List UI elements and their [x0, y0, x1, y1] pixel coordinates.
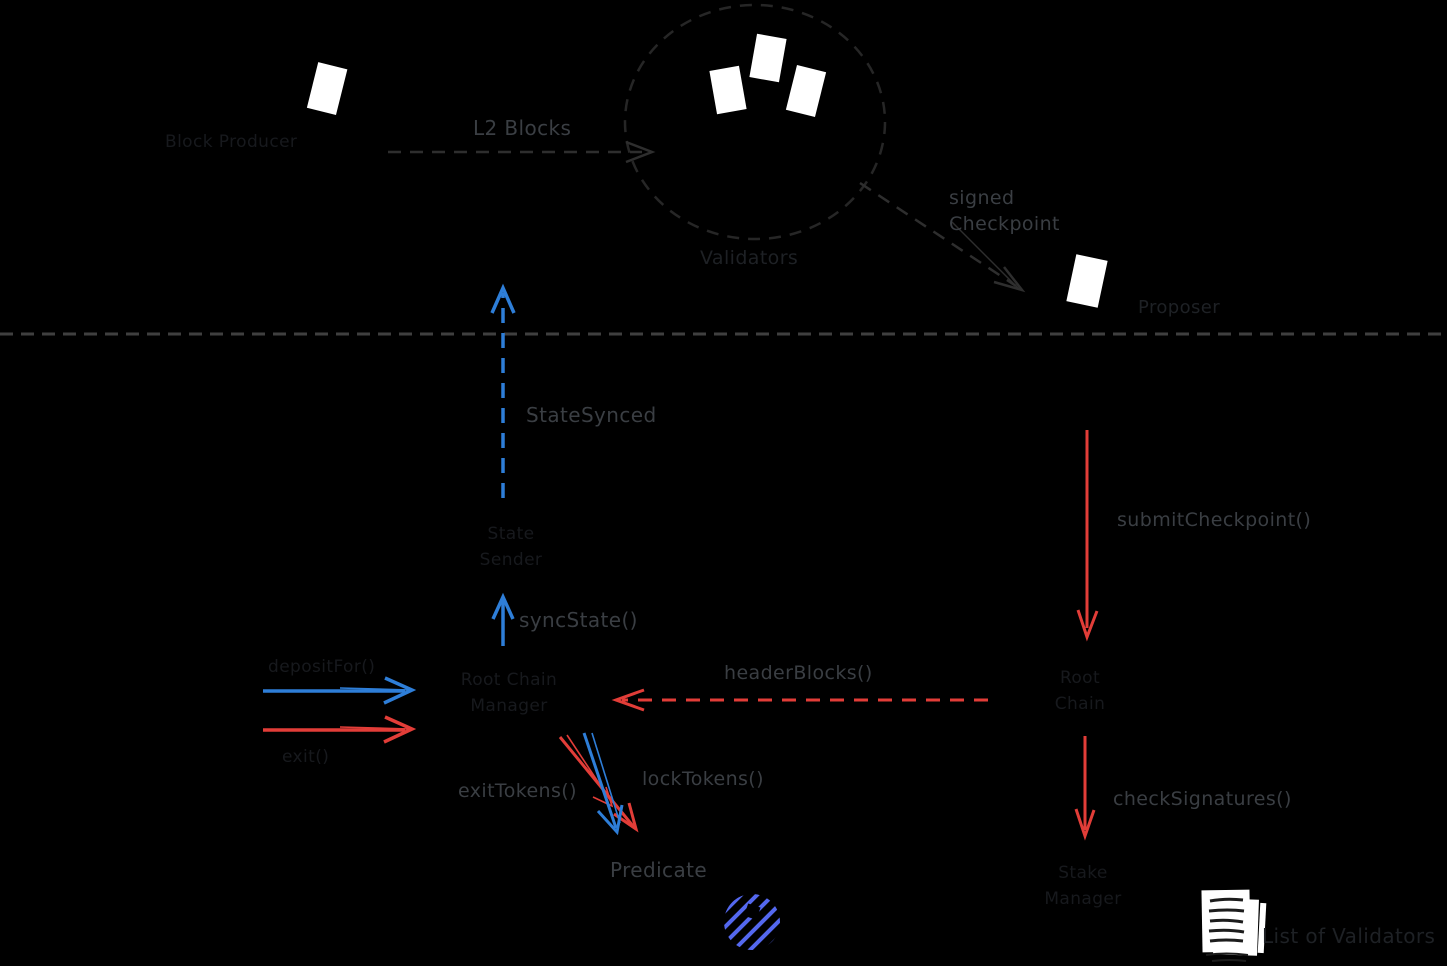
- label-predicate: Predicate: [610, 858, 708, 882]
- label-root-chain: Root Chain: [1054, 668, 1106, 715]
- exit-arrow: [263, 715, 417, 744]
- label-deposit: depositFor(): [268, 657, 376, 677]
- label-lock-tokens: lockTokens(): [642, 768, 764, 790]
- label-proposer: Proposer: [1138, 297, 1221, 318]
- lock-tokens-arrow: [582, 732, 624, 836]
- label-validators: Validators: [700, 247, 799, 269]
- label-exit: exit(): [282, 747, 330, 767]
- signed-checkpoint-arrow: [859, 181, 1026, 293]
- submit-checkpoint-arrow: [1076, 430, 1099, 642]
- block-producer-icon: [306, 62, 348, 115]
- label-signed-checkpoint: signed Checkpoint: [949, 187, 1060, 235]
- label-check-signatures: checkSignatures(): [1113, 788, 1292, 810]
- validator-block-icon: [709, 65, 747, 115]
- validators-circle: [623, 3, 887, 241]
- label-stake-manager: Stake Manager: [1044, 863, 1122, 910]
- header-blocks-arrow: [611, 688, 988, 712]
- document-icon: [1201, 889, 1267, 962]
- validator-block-icon: [749, 33, 787, 83]
- label-exit-tokens: exitTokens(): [458, 780, 577, 802]
- polygon-logo-icon: [724, 894, 780, 950]
- deposit-arrow: [263, 676, 417, 705]
- state-synced-arrow: [490, 283, 516, 498]
- l2-blocks-arrow: [388, 140, 656, 164]
- label-validator-list: List of Validators: [1262, 924, 1436, 948]
- validator-block-icon: [785, 65, 827, 117]
- label-block-producer: Block Producer: [165, 132, 298, 152]
- label-submit-checkpoint: submitCheckpoint(): [1117, 509, 1312, 531]
- label-l2-blocks: L2 Blocks: [473, 116, 572, 140]
- proposer-block-icon: [1066, 254, 1108, 308]
- check-signatures-arrow: [1074, 736, 1096, 841]
- label-state-sender: State Sender: [479, 524, 543, 571]
- label-sync-state: syncState(): [519, 608, 638, 632]
- label-state-synced: StateSynced: [526, 403, 657, 427]
- sync-state-arrow: [491, 592, 515, 646]
- label-header-blocks: headerBlocks(): [724, 662, 873, 684]
- label-root-chain-manager: Root Chain Manager: [460, 670, 558, 717]
